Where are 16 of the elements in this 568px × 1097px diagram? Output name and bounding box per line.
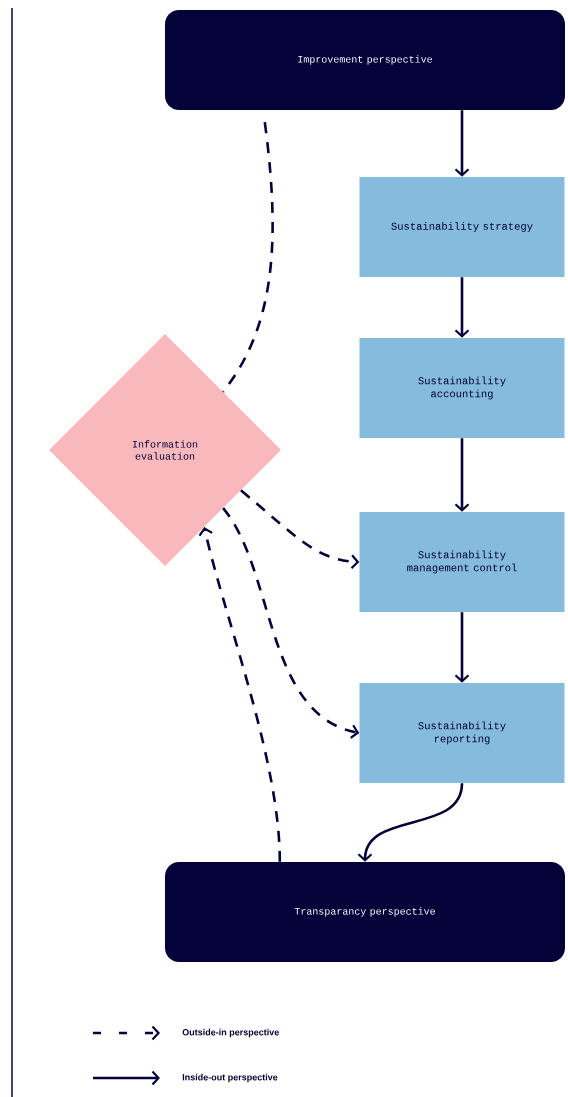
- arrow: [198, 527, 282, 862]
- legend-label: Inside-out perspective: [182, 1073, 278, 1083]
- process-box: Sustainability reporting: [359, 683, 565, 783]
- arrow: [454, 277, 470, 338]
- arrow: [454, 612, 470, 683]
- perspective-box: Transparancy perspective: [165, 862, 565, 962]
- process-box: Sustainability strategy: [359, 177, 565, 277]
- arrow: [454, 438, 470, 512]
- process-box: Sustainability management control: [359, 512, 565, 612]
- process-box: Sustainability accounting: [359, 338, 565, 438]
- perspective-box: Improvement perspective: [165, 10, 565, 110]
- arrow: [454, 110, 470, 177]
- legend-label: Outside-in perspective: [182, 1028, 279, 1038]
- arrow: [240, 489, 360, 569]
- arrow: [357, 783, 464, 862]
- arrow: [222, 507, 360, 739]
